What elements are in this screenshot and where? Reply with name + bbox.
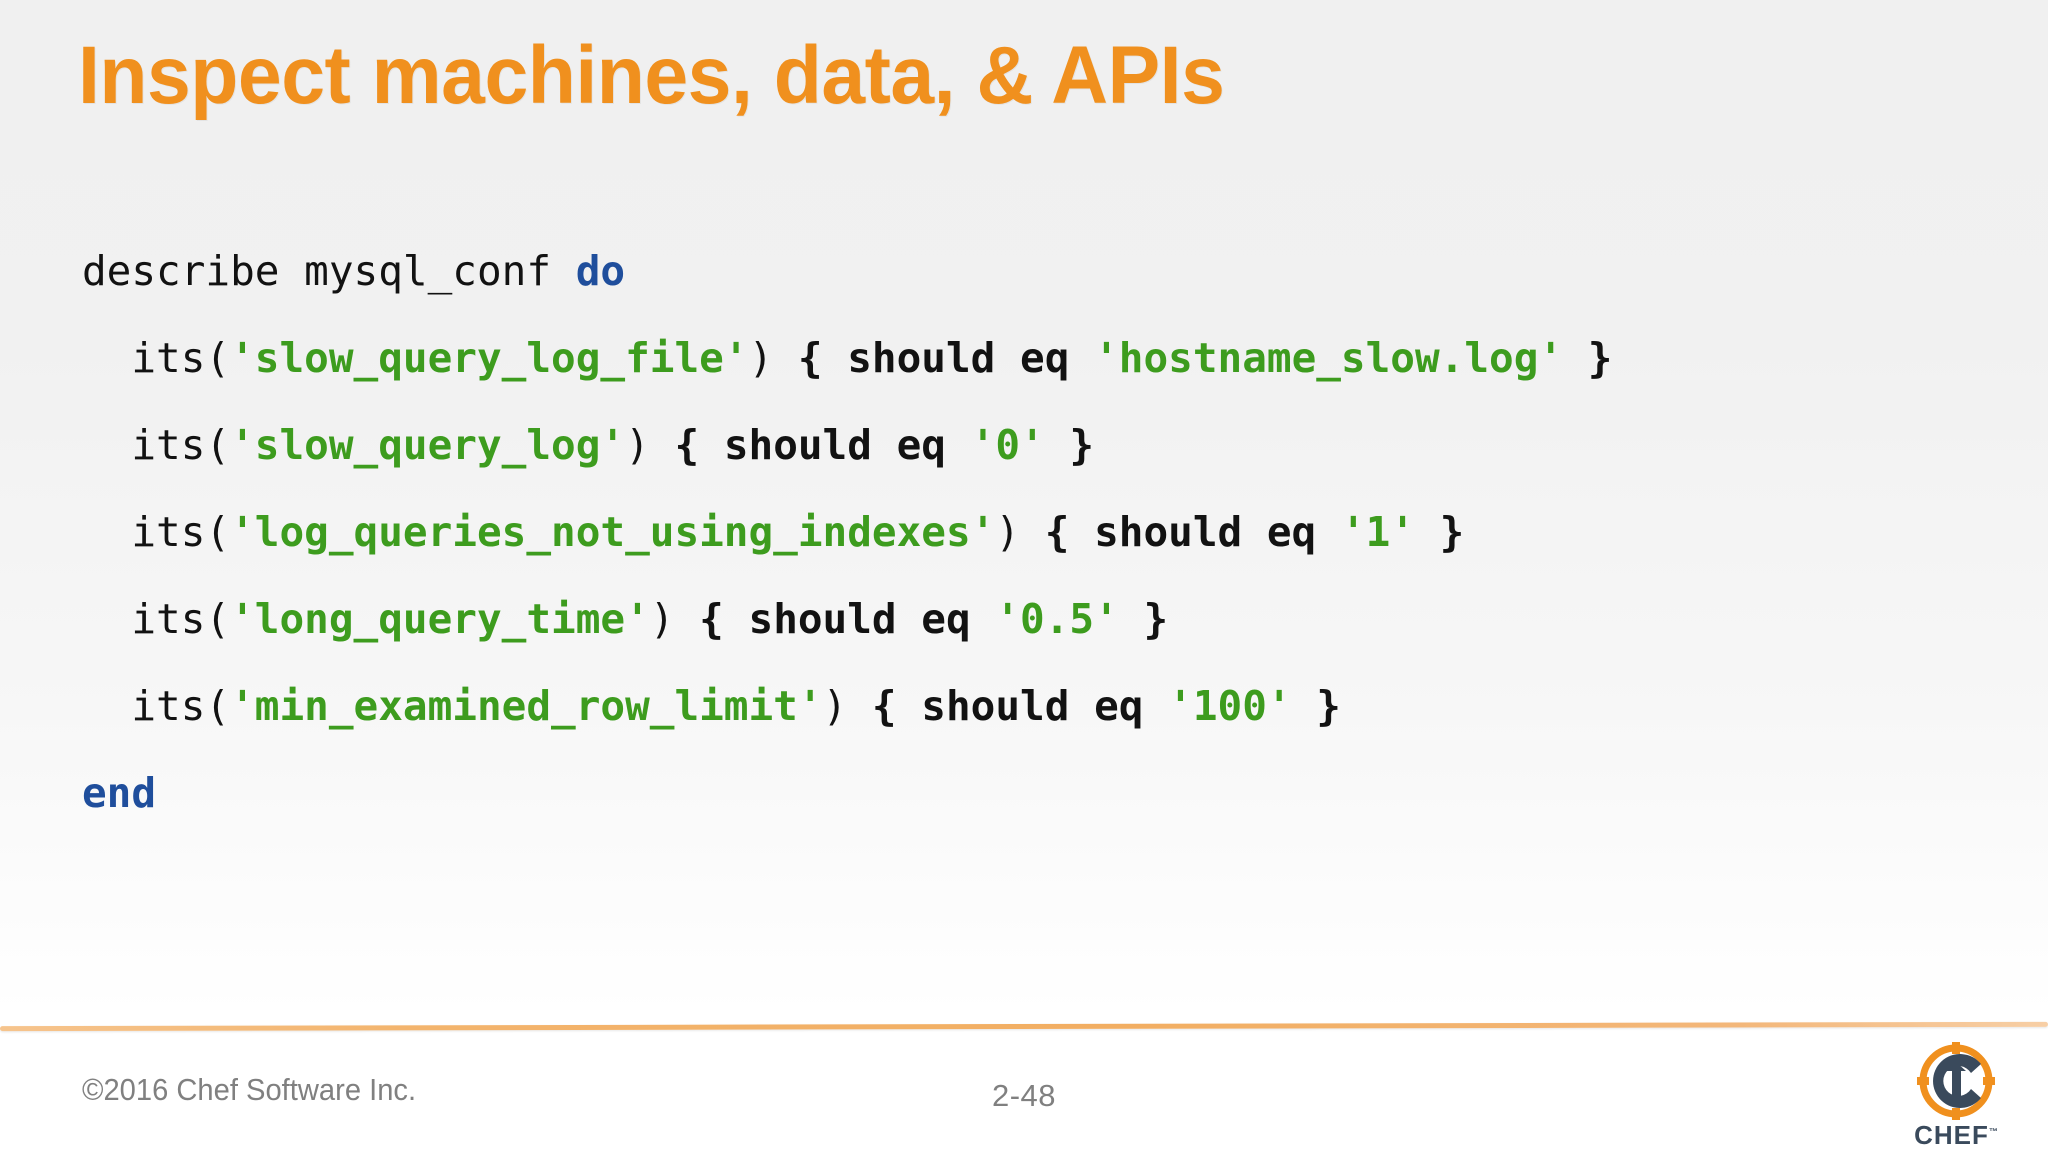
code-line: end [82,750,1982,837]
code-line: its('long_query_time') { should eq '0.5'… [82,576,1982,663]
code-token-bold: } [1563,334,1613,382]
code-token-bold: { should eq [699,595,996,643]
code-token-plain: ) [822,682,872,730]
code-token-str: 'long_query_time' [230,595,650,643]
code-line: its('min_examined_row_limit') { should e… [82,663,1982,750]
code-token-plain: its( [131,334,231,382]
code-token-str: 'log_queries_not_using_indexes' [230,508,996,556]
code-token-str: 'slow_query_log' [230,421,626,469]
code-line: its('slow_query_log_file') { should eq '… [82,315,1982,402]
code-line: its('slow_query_log') { should eq '0' } [82,402,1982,489]
code-token-plain: its( [131,682,231,730]
code-indent [82,682,131,730]
code-indent [82,421,131,469]
code-token-str: '1' [1340,508,1415,556]
footer-page-number: 2-48 [991,1078,1057,1113]
chef-logo-icon [1917,1042,1995,1120]
code-token-plain: ) [649,595,700,643]
code-indent [82,508,131,556]
code-block: describe mysql_conf do its('slow_query_l… [82,228,1982,837]
code-token-bold: } [1415,508,1465,556]
code-token-plain: describe mysql_conf [82,247,576,295]
footer-copyright: ©2016 Chef Software Inc. [82,1072,417,1107]
chef-logo: CHEF™ [1900,1042,2012,1150]
code-token-bold: } [1291,682,1341,730]
code-token-str: 'hostname_slow.log' [1094,334,1564,382]
code-token-kw: end [82,769,157,817]
code-indent [82,595,131,643]
code-token-plain: ) [748,334,798,382]
code-token-bold: { should eq [797,334,1095,382]
chef-wordmark: CHEF™ [1900,1120,2012,1151]
code-token-str: 'min_examined_row_limit' [230,682,823,730]
code-token-plain: its( [131,595,231,643]
trademark-symbol: ™ [1988,1126,1998,1137]
code-line: its('log_queries_not_using_indexes') { s… [82,489,1982,576]
code-token-kw: do [575,247,626,295]
code-token-plain: ) [995,508,1045,556]
code-token-bold: { should eq [674,421,971,469]
code-token-bold: { should eq [871,682,1169,730]
chef-wordmark-text: CHEF [1914,1120,1989,1150]
code-token-str: '100' [1168,682,1292,730]
code-token-plain: its( [131,508,231,556]
code-token-bold: } [1044,421,1095,469]
code-indent [82,334,131,382]
code-token-str: '0' [970,421,1045,469]
code-token-plain: its( [131,421,231,469]
code-token-str: '0.5' [995,595,1119,643]
code-token-bold: } [1118,595,1169,643]
code-token-plain: ) [625,421,675,469]
footer-divider [0,1021,2048,1032]
code-line: describe mysql_conf do [82,228,1982,315]
code-token-str: 'slow_query_log_file' [230,334,749,382]
page-title: Inspect machines, data, & APIs [78,30,1225,121]
code-token-bold: { should eq [1044,508,1341,556]
